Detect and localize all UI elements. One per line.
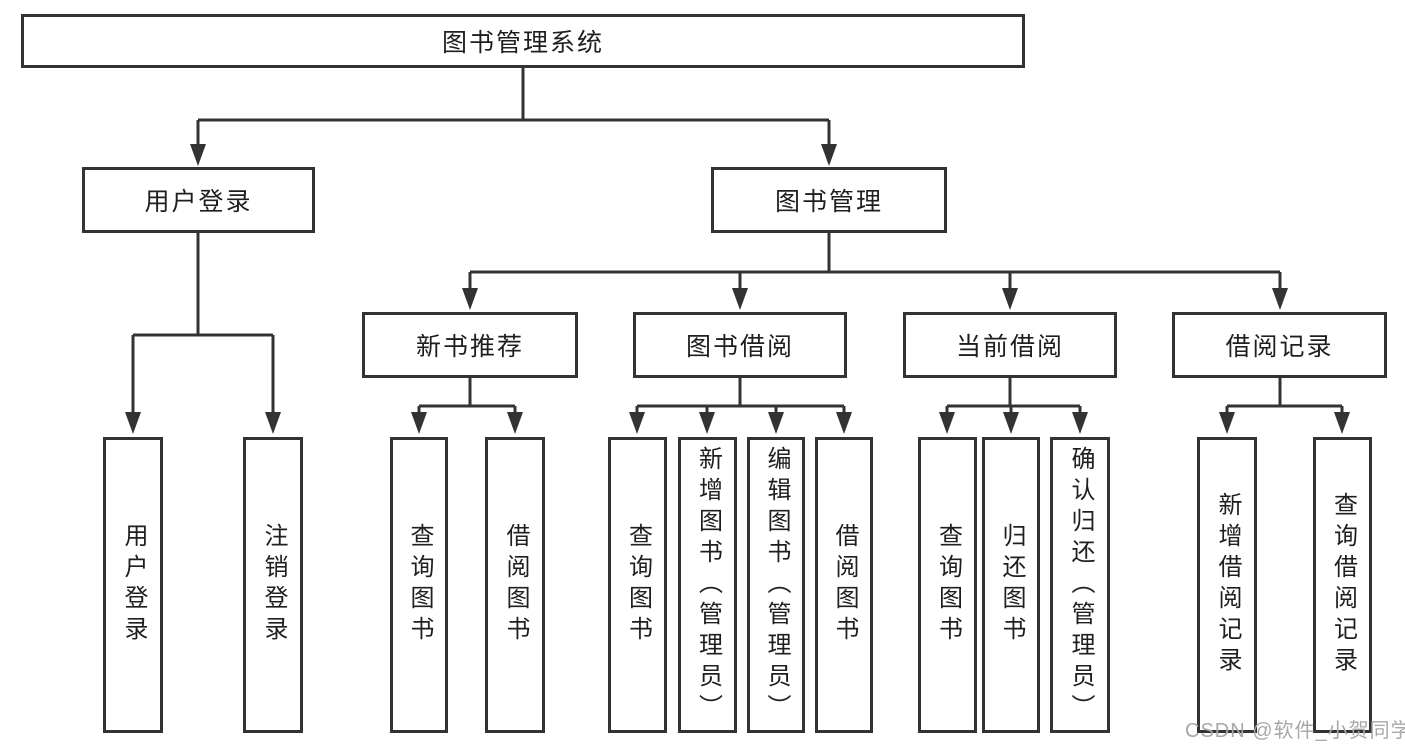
node-book-management: 图书管理 bbox=[711, 167, 947, 233]
node-new-book-recommend: 新书推荐 bbox=[362, 312, 578, 378]
leaf-borrow-edit-books-admin: 编辑图书（管理员） bbox=[747, 437, 805, 733]
leaf-current-confirm-return-admin: 确认归还（管理员） bbox=[1050, 437, 1110, 733]
node-library-system: 图书管理系统 bbox=[21, 14, 1025, 68]
leaf-records-add-record: 新增借阅记录 bbox=[1197, 437, 1257, 733]
node-current-borrowing: 当前借阅 bbox=[903, 312, 1117, 378]
leaf-newrec-borrow-books: 借阅图书 bbox=[485, 437, 545, 733]
leaf-current-return-books: 归还图书 bbox=[982, 437, 1040, 733]
node-borrowing-records: 借阅记录 bbox=[1172, 312, 1387, 378]
leaf-logout: 注销登录 bbox=[243, 437, 303, 733]
leaf-borrow-borrow-books: 借阅图书 bbox=[815, 437, 873, 733]
leaf-borrow-add-books-admin: 新增图书（管理员） bbox=[678, 437, 737, 733]
leaf-user-login: 用户登录 bbox=[103, 437, 163, 733]
node-book-borrowing: 图书借阅 bbox=[633, 312, 847, 378]
leaf-borrow-query-books: 查询图书 bbox=[608, 437, 667, 733]
csdn-watermark: CSDN @软件_小贺同学 bbox=[1185, 720, 1405, 742]
leaf-newrec-query-books: 查询图书 bbox=[390, 437, 448, 733]
leaf-current-query-books: 查询图书 bbox=[918, 437, 977, 733]
leaf-records-query-record: 查询借阅记录 bbox=[1313, 437, 1372, 733]
node-user-login: 用户登录 bbox=[82, 167, 315, 233]
